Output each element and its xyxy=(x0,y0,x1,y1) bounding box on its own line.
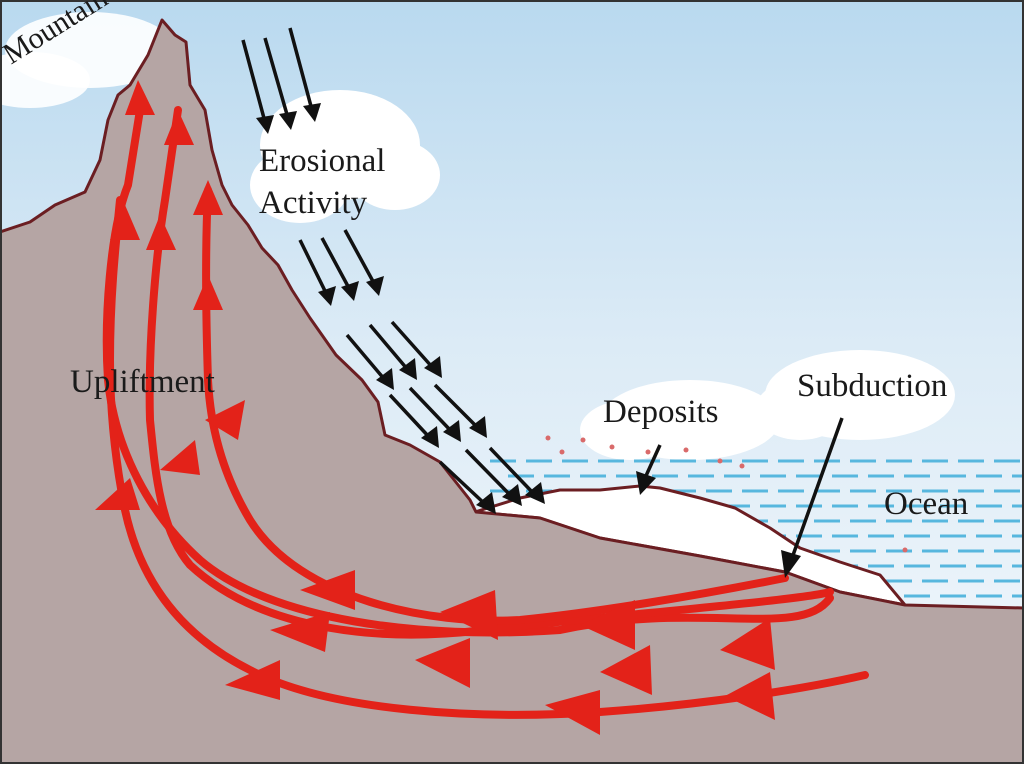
erosion-arrowheads xyxy=(256,103,545,514)
label-subduction: Subduction xyxy=(797,368,948,404)
erosion-arrows xyxy=(241,27,537,507)
label-ocean: Ocean xyxy=(884,486,969,522)
sediment-particles xyxy=(545,435,908,553)
label-erosional-line1: Erosional xyxy=(259,143,386,179)
convection-flow-lines xyxy=(102,106,869,719)
subduction-pointer xyxy=(781,417,844,578)
deposits-pointer xyxy=(636,444,662,495)
convection-flow-arrowheads xyxy=(95,80,775,735)
label-deposits: Deposits xyxy=(603,394,719,430)
label-erosional-line2: Activity xyxy=(259,185,368,221)
label-upliftment: Upliftment xyxy=(70,364,215,400)
clouds xyxy=(0,12,955,460)
label-erosional-activity: Erosional Activity xyxy=(259,140,385,224)
